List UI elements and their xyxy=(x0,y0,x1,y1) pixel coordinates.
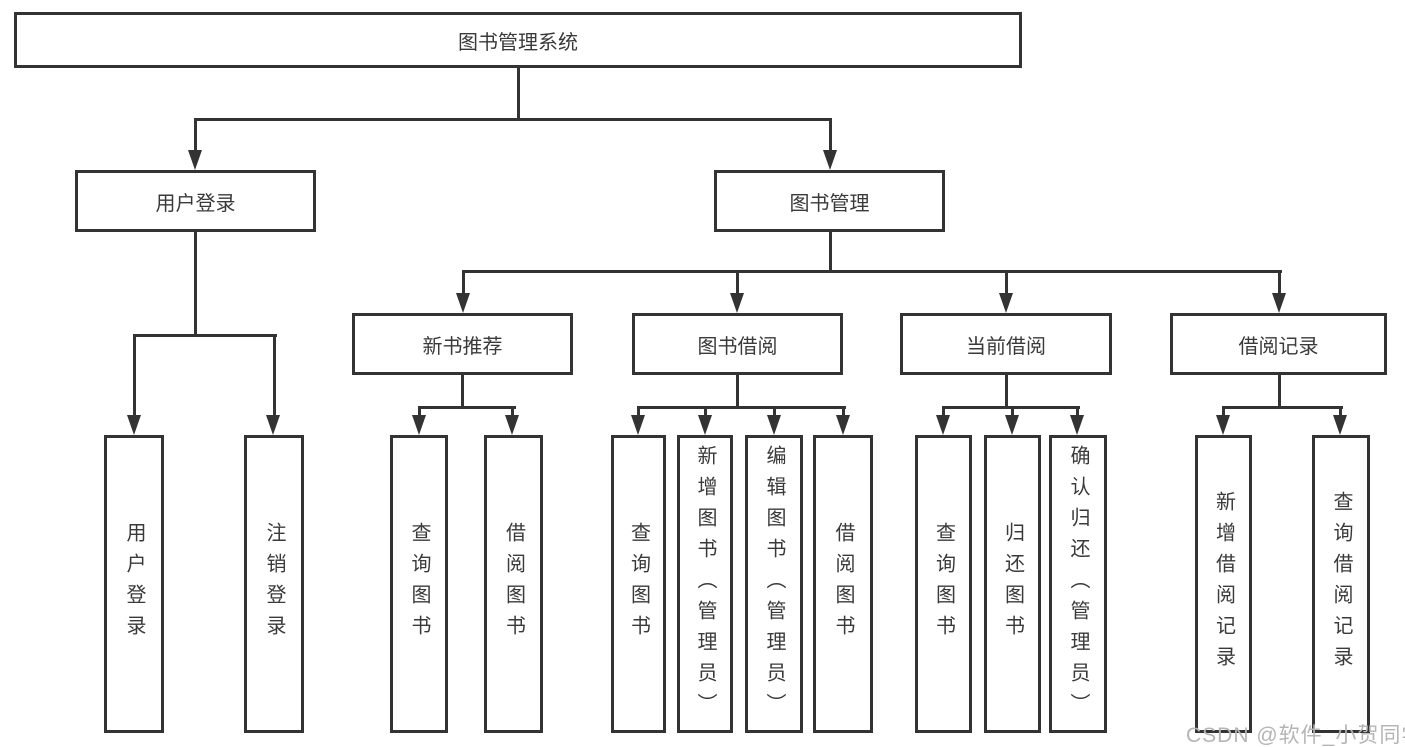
connector-line xyxy=(133,334,136,417)
node-new-book-recommend: 新书推荐 xyxy=(352,313,573,375)
connector-line xyxy=(1222,406,1343,409)
leaf-add-books-admin: 新增图书（管理员） xyxy=(677,435,733,733)
leaf-edit-books-admin: 编辑图书（管理员） xyxy=(745,435,803,733)
connector-line xyxy=(194,118,832,121)
arrow-down-icon xyxy=(456,293,470,313)
connector-line xyxy=(462,270,465,295)
arrow-down-icon xyxy=(1216,415,1230,435)
leaf-query-borrow-record: 查询借阅记录 xyxy=(1312,435,1370,733)
leaf-label: 归还图书 xyxy=(1001,522,1024,646)
connector-line xyxy=(461,373,464,409)
connector-line xyxy=(842,406,845,417)
arrow-down-icon xyxy=(1070,415,1084,435)
node-user-login: 用户登录 xyxy=(75,170,316,232)
arrow-down-icon xyxy=(698,415,712,435)
connector-line xyxy=(418,406,421,417)
connector-line xyxy=(273,334,276,417)
node-book-management: 图书管理 xyxy=(714,170,945,232)
node-borrow-records: 借阅记录 xyxy=(1170,313,1387,375)
arrow-down-icon xyxy=(836,415,850,435)
leaf-confirm-return-admin: 确认归还（管理员） xyxy=(1049,435,1107,733)
connector-line xyxy=(637,406,640,417)
leaf-return-books: 归还图书 xyxy=(984,435,1041,733)
connector-line xyxy=(462,270,1282,273)
leaf-borrow-books: 借阅图书 xyxy=(484,435,543,733)
arrow-down-icon xyxy=(936,415,950,435)
arrow-down-icon xyxy=(1272,293,1286,313)
arrow-down-icon xyxy=(1005,415,1019,435)
node-book-borrow: 图书借阅 xyxy=(632,313,843,375)
arrow-down-icon xyxy=(266,415,280,435)
node-label: 图书管理 xyxy=(789,192,870,215)
node-label: 用户登录 xyxy=(155,192,236,215)
connector-line xyxy=(637,406,846,409)
connector-line xyxy=(1005,373,1008,409)
connector-line xyxy=(1278,373,1281,409)
watermark: CSDN @软件_小贺同学 xyxy=(1186,724,1405,747)
node-label: 借阅记录 xyxy=(1238,335,1319,358)
leaf-add-borrow-record: 新增借阅记录 xyxy=(1195,435,1252,733)
leaf-label: 借阅图书 xyxy=(502,522,525,646)
arrow-down-icon xyxy=(999,293,1013,313)
connector-line xyxy=(1011,406,1014,417)
connector-line xyxy=(736,270,739,295)
arrow-down-icon xyxy=(730,293,744,313)
connector-line xyxy=(517,66,520,121)
node-current-borrow: 当前借阅 xyxy=(900,313,1112,375)
connector-line xyxy=(704,406,707,417)
connector-line xyxy=(1005,270,1008,295)
leaf-label: 新增借阅记录 xyxy=(1212,491,1235,677)
leaf-label: 查询借阅记录 xyxy=(1330,491,1352,677)
connector-line xyxy=(829,230,832,273)
leaf-label: 借阅图书 xyxy=(832,522,854,646)
leaf-query-books: 查询图书 xyxy=(915,435,972,733)
leaf-label: 查询图书 xyxy=(408,522,430,646)
leaf-label: 编辑图书（管理员） xyxy=(763,444,785,724)
connector-line xyxy=(942,406,945,417)
arrow-down-icon xyxy=(767,415,781,435)
leaf-label: 查询图书 xyxy=(627,522,650,646)
arrow-down-icon xyxy=(127,415,141,435)
connector-line xyxy=(1222,406,1225,417)
leaf-label: 查询图书 xyxy=(932,522,955,646)
node-root: 图书管理系统 xyxy=(14,12,1022,68)
leaf-logout: 注销登录 xyxy=(244,435,304,733)
leaf-query-books: 查询图书 xyxy=(611,435,666,733)
node-label: 新书推荐 xyxy=(422,335,503,358)
leaf-label: 新增图书（管理员） xyxy=(694,444,716,724)
node-root-label: 图书管理系统 xyxy=(458,31,578,54)
node-label: 当前借阅 xyxy=(966,335,1046,358)
leaf-label: 确认归还（管理员） xyxy=(1067,444,1089,724)
connector-line xyxy=(736,373,739,409)
connector-line xyxy=(418,406,516,409)
connector-line xyxy=(511,406,514,417)
connector-line xyxy=(194,118,197,154)
leaf-query-books: 查询图书 xyxy=(390,435,448,733)
connector-line xyxy=(1339,406,1342,417)
connector-line xyxy=(194,230,197,337)
leaf-label: 注销登录 xyxy=(263,522,285,646)
arrow-down-icon xyxy=(412,415,426,435)
arrow-down-icon xyxy=(188,150,202,170)
leaf-borrow-books: 借阅图书 xyxy=(813,435,873,733)
connector-line xyxy=(773,406,776,417)
connector-line xyxy=(829,118,832,154)
arrow-down-icon xyxy=(631,415,645,435)
arrow-down-icon xyxy=(823,150,837,170)
leaf-user-login: 用户登录 xyxy=(104,435,164,733)
connector-line xyxy=(1278,270,1281,295)
arrow-down-icon xyxy=(1333,415,1347,435)
connector-line xyxy=(1076,406,1079,417)
node-label: 图书借阅 xyxy=(697,335,778,358)
connector-line xyxy=(133,334,277,337)
leaf-label: 用户登录 xyxy=(123,522,145,646)
arrow-down-icon xyxy=(505,415,519,435)
